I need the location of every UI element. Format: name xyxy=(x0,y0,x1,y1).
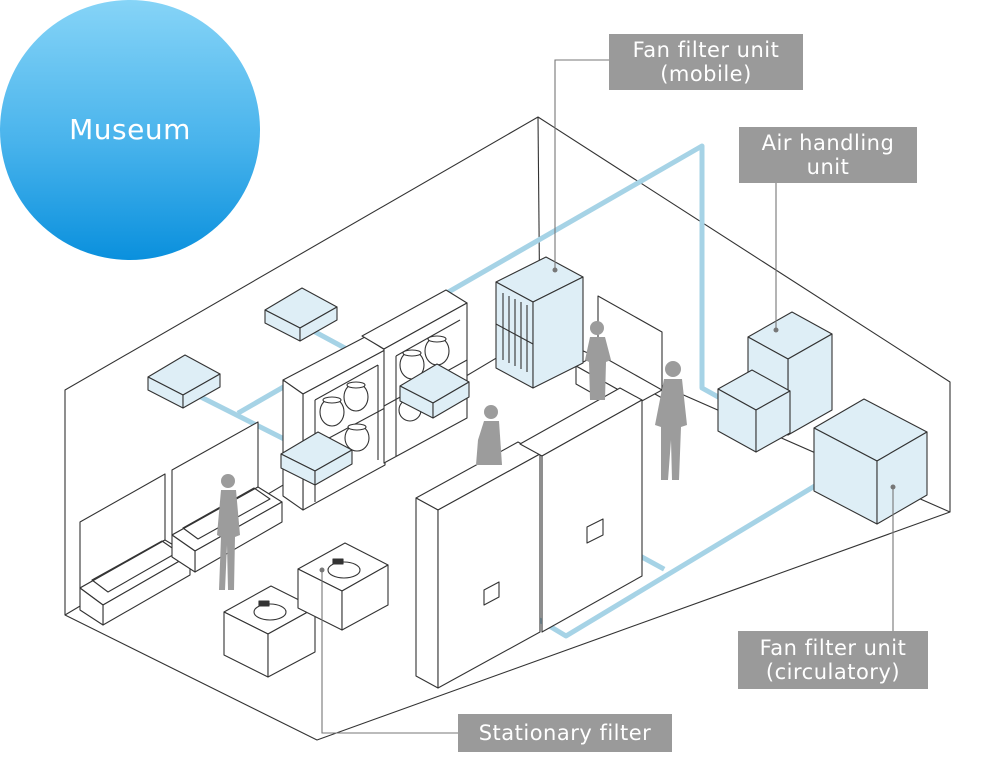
label-line: Fan filter unit xyxy=(632,38,780,62)
leader-lines xyxy=(321,59,894,734)
visitor-people xyxy=(217,321,687,590)
label-fan-filter-unit-mobile: Fan filter unit (mobile) xyxy=(609,34,803,90)
mobile-fan-filter-unit xyxy=(495,256,584,389)
label-line: unit xyxy=(806,155,850,179)
ceiling-filter-unit-top xyxy=(264,287,338,342)
label-air-handling-unit: Air handling unit xyxy=(739,127,917,183)
ceiling-filter-unit-center xyxy=(399,363,470,419)
label-fan-filter-unit-circulatory: Fan filter unit (circulatory) xyxy=(738,631,928,689)
label-line: Fan filter unit xyxy=(759,636,907,660)
stationary-filter-vents xyxy=(483,518,604,606)
label-line: (circulatory) xyxy=(765,660,901,684)
air-handling-unit xyxy=(717,311,833,453)
label-line: Air handling xyxy=(761,131,895,155)
partition-wall-right xyxy=(519,387,643,633)
circulatory-fan-filter-unit xyxy=(813,398,928,525)
ceiling-filter-unit-left xyxy=(147,354,221,409)
museum-badge: Museum xyxy=(0,0,260,260)
partition-wall-left xyxy=(415,441,541,689)
pedestal-case-back xyxy=(297,542,389,631)
label-stationary-filter: Stationary filter xyxy=(458,714,672,752)
pedestal-case-front xyxy=(223,585,316,678)
ceiling-filter-unit-front xyxy=(280,431,353,486)
label-line: Stationary filter xyxy=(478,721,652,745)
label-line: (mobile) xyxy=(660,62,752,86)
museum-badge-label: Museum xyxy=(69,112,191,146)
